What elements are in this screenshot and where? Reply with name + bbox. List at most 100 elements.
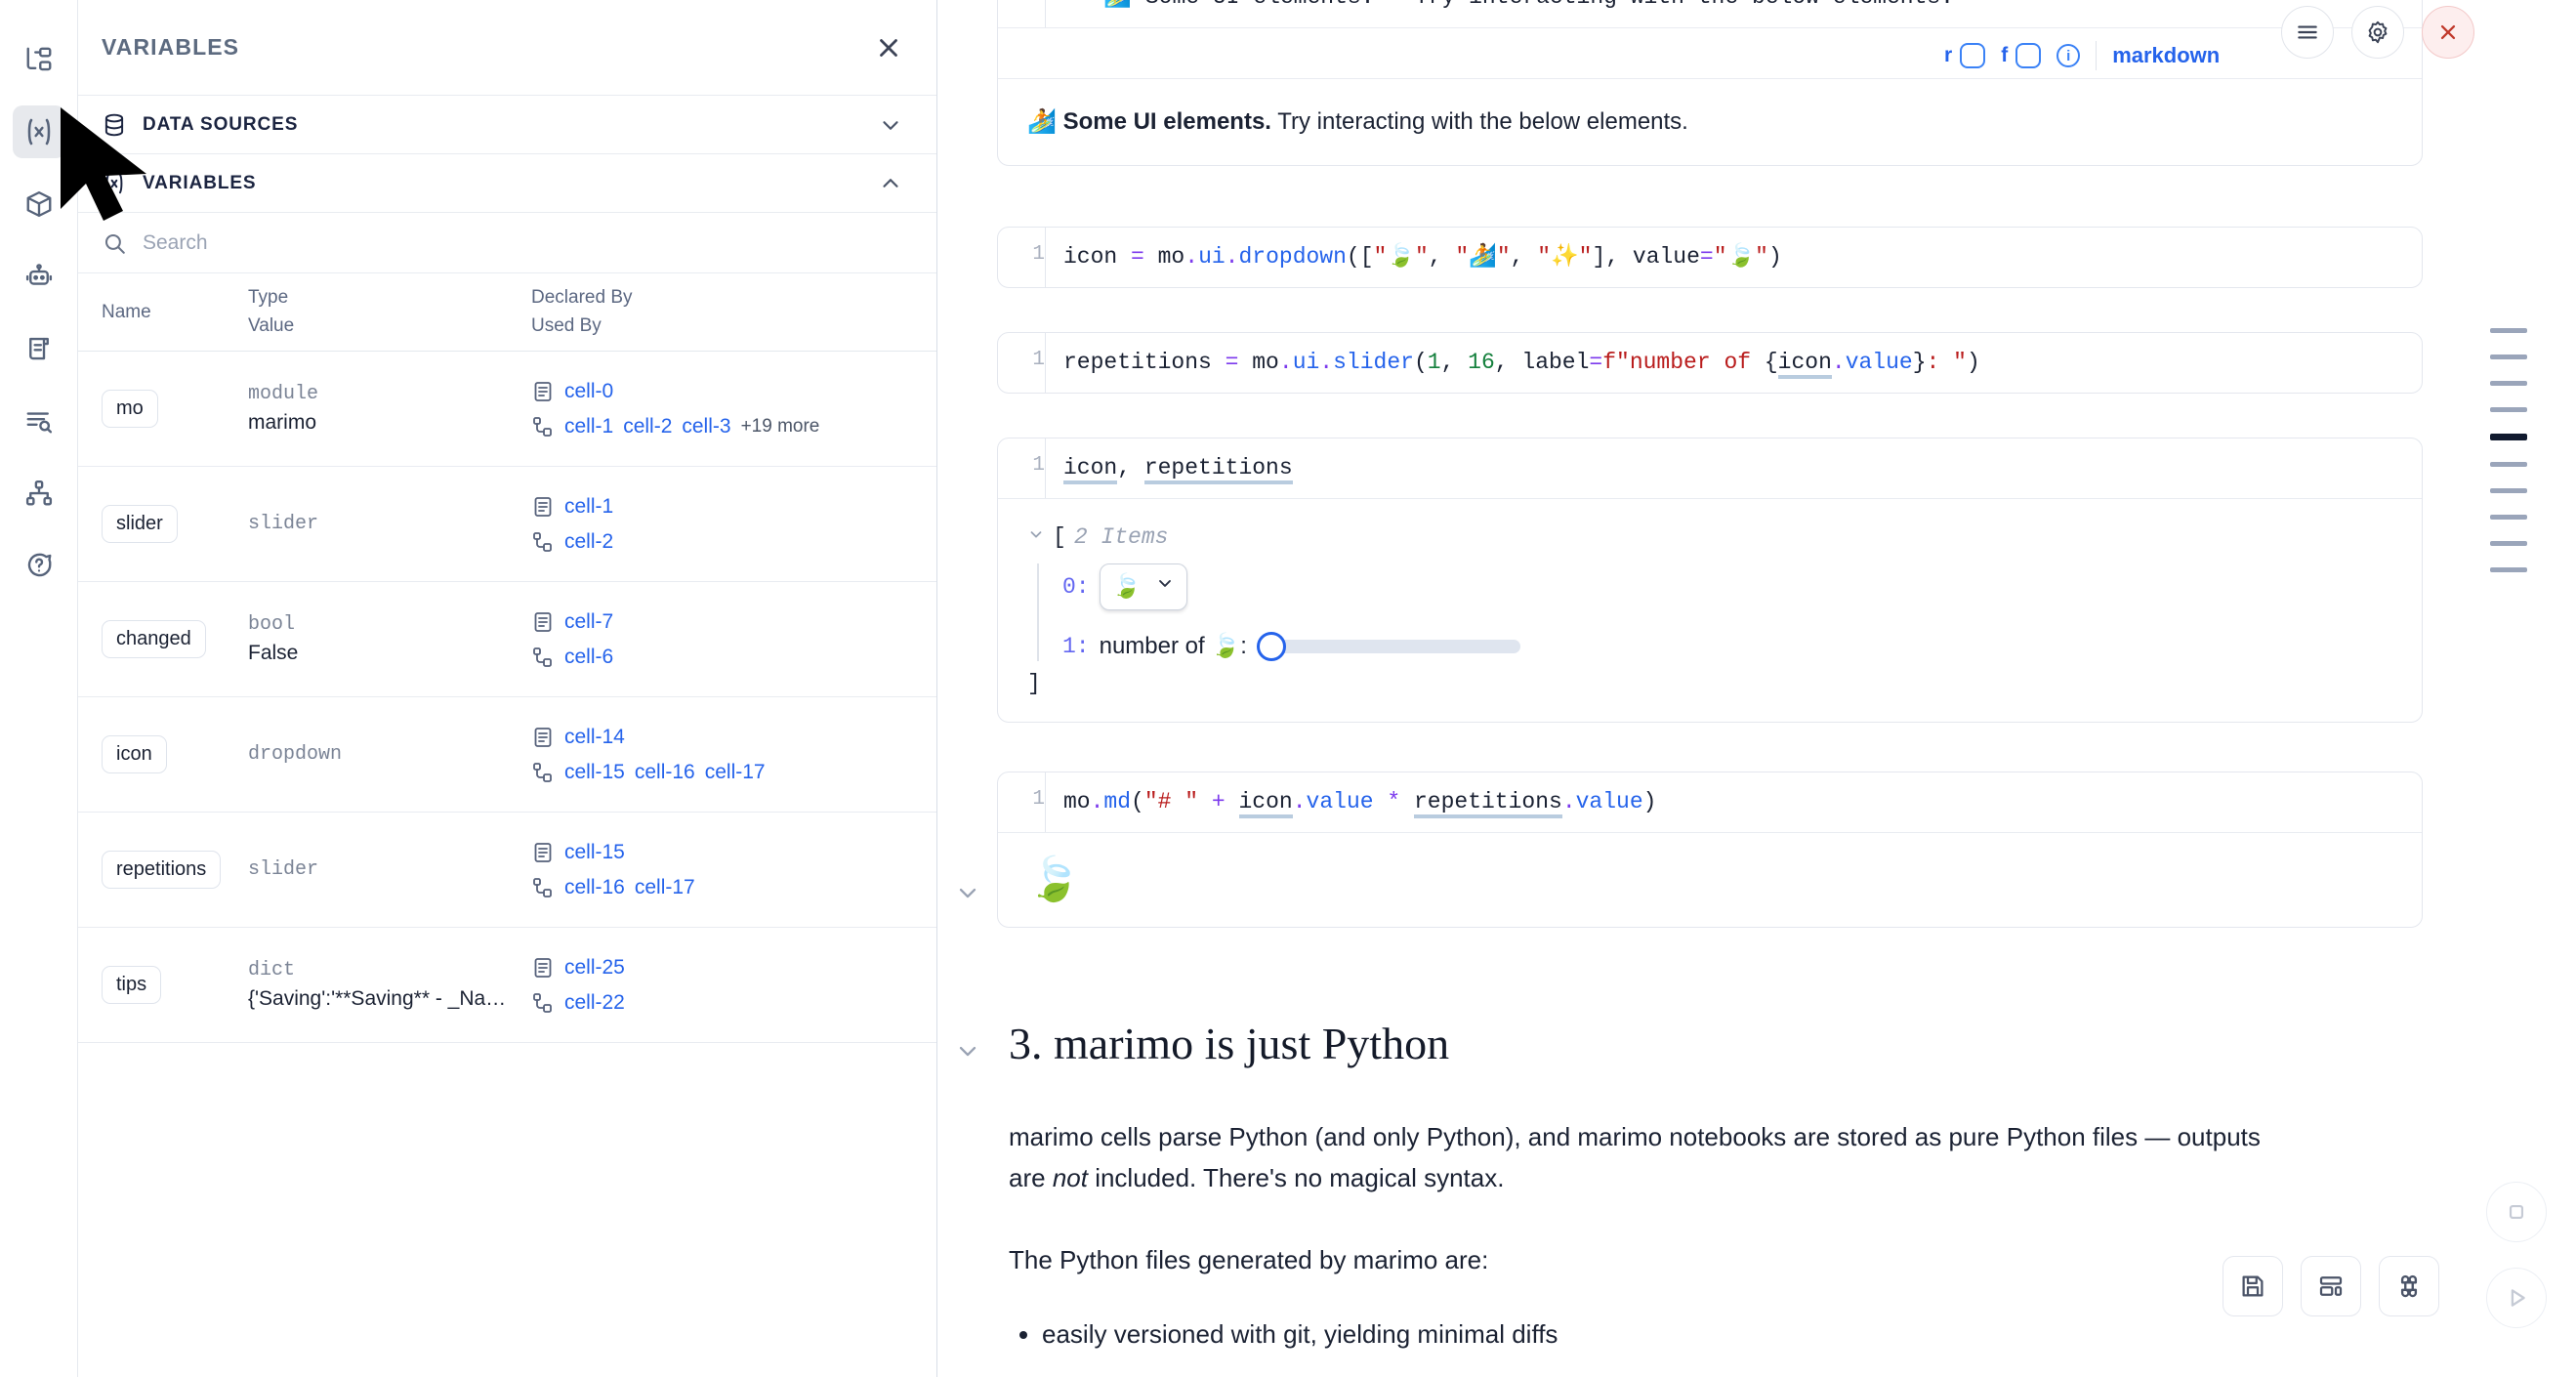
used-by-cell-link[interactable]: cell-2: [564, 529, 614, 553]
layout-panels-icon[interactable]: [2301, 1256, 2361, 1316]
used-by-cell-link[interactable]: cell-1: [564, 414, 614, 438]
col-type: Type: [248, 287, 289, 308]
code-source[interactable]: icon = mo.ui.dropdown(["🍃", "🏄", "✨"], v…: [1045, 228, 2422, 287]
minimap-tick[interactable]: [2490, 515, 2527, 520]
f-pill-icon[interactable]: [2015, 43, 2042, 68]
dependency-graph-icon[interactable]: [13, 467, 65, 520]
declared-by-cell-link[interactable]: cell-14: [564, 725, 625, 748]
section-data-sources[interactable]: DATA SOURCES: [78, 96, 936, 154]
cell-document-icon: [531, 380, 555, 403]
search-row[interactable]: [78, 213, 936, 273]
r-label: r: [1944, 44, 1953, 66]
icon-dropdown[interactable]: 🍃: [1099, 563, 1187, 610]
minimap-tick[interactable]: [2490, 541, 2527, 546]
declared-by-cell-link[interactable]: cell-25: [564, 955, 625, 979]
variable-name-chip[interactable]: slider: [102, 505, 178, 543]
reactive-toggle[interactable]: r: [1944, 43, 1986, 68]
gear-icon[interactable]: [2351, 6, 2404, 59]
declared-by-cell-link[interactable]: cell-0: [564, 379, 614, 402]
save-icon[interactable]: [2223, 1256, 2283, 1316]
robot-icon[interactable]: [13, 250, 65, 303]
variable-name-chip[interactable]: icon: [102, 735, 167, 773]
cell-gutter-chevron[interactable]: [938, 772, 997, 906]
package-cube-icon[interactable]: [13, 178, 65, 230]
search-input[interactable]: [141, 230, 913, 256]
stop-square-icon[interactable]: [2486, 1182, 2547, 1242]
used-by-cell-link[interactable]: cell-6: [564, 645, 614, 668]
used-by-cell-link[interactable]: cell-17: [704, 760, 766, 783]
minimap-tick[interactable]: [2490, 567, 2527, 572]
section-variables[interactable]: VARIABLES: [78, 154, 936, 213]
col-declared-by: Declared By: [531, 287, 633, 308]
para1-part-b: included. There's no magical syntax.: [1087, 1163, 1505, 1193]
code-source[interactable]: mo.md("# " + icon.value * repetitions.va…: [1045, 772, 2422, 832]
section-heading: 3. marimo is just Python: [1009, 1019, 1450, 1068]
line-number: 1: [998, 0, 1045, 27]
section-paragraph-2: The Python files generated by marimo are…: [1009, 1245, 1489, 1275]
notebook-area: 1 """🏄 Some UI elements."" Try interacti…: [938, 0, 2576, 1377]
repetitions-slider[interactable]: [1256, 631, 1520, 661]
minimap-tick-active[interactable]: [2490, 434, 2527, 440]
table-header: Name Type Value Declared By Used By: [78, 273, 936, 352]
minimap-tick[interactable]: [2490, 407, 2527, 412]
variables-icon[interactable]: [12, 105, 65, 158]
file-tree-icon[interactable]: [13, 33, 65, 86]
minimap-scrollbar[interactable]: [2474, 328, 2543, 572]
used-by-cell-link[interactable]: cell-22: [564, 990, 625, 1014]
used-by-cell-link[interactable]: cell-17: [634, 875, 695, 898]
panel-header: VARIABLES: [78, 0, 936, 96]
variable-name-chip[interactable]: mo: [102, 390, 158, 428]
cell-md: 1 mo.md("# " + icon.value * repetitions.…: [938, 772, 2423, 928]
variable-value: False: [248, 642, 299, 664]
command-palette-icon[interactable]: [2379, 1256, 2439, 1316]
help-circle-icon[interactable]: [13, 539, 65, 592]
minimap-tick[interactable]: [2490, 355, 2527, 359]
declared-by-cell-link[interactable]: cell-1: [564, 494, 614, 518]
variable-name-chip[interactable]: changed: [102, 620, 206, 658]
language-label[interactable]: markdown: [2112, 43, 2221, 67]
used-by-cell-link[interactable]: cell-15: [564, 760, 625, 783]
slider-track[interactable]: [1277, 639, 1520, 653]
section-marimo-is-just-python: 3. marimo is just Python marimo cells pa…: [938, 1018, 2423, 1350]
hamburger-menu-icon[interactable]: [2281, 6, 2334, 59]
minimap-tick[interactable]: [2490, 328, 2527, 333]
variable-value: marimo: [248, 411, 317, 434]
run-play-icon[interactable]: [2486, 1268, 2547, 1328]
variable-type: module: [248, 383, 319, 405]
used-by-cell-link[interactable]: cell-16: [564, 875, 625, 898]
info-icon[interactable]: i: [2057, 44, 2081, 67]
scroll-document-icon[interactable]: [13, 322, 65, 375]
close-icon[interactable]: [874, 33, 903, 63]
col-name: Name: [102, 301, 151, 322]
section-label: VARIABLES: [143, 172, 257, 193]
variables-table: Name Type Value Declared By Used By mo mo…: [78, 273, 936, 1377]
variable-name-chip[interactable]: tips: [102, 966, 162, 1004]
close-icon[interactable]: [2422, 6, 2474, 59]
section-gutter-chevron[interactable]: [938, 1018, 997, 1064]
code-source[interactable]: icon, repetitions: [1045, 438, 2422, 498]
cell-document-icon: [531, 495, 555, 519]
list-index: 0:: [1062, 573, 1090, 600]
cell-output-markdown: 🏄 Some UI elements. Try interacting with…: [998, 77, 2422, 165]
cell-document-icon: [531, 841, 555, 864]
chevron-down-icon[interactable]: [1027, 524, 1045, 550]
minimap-tick[interactable]: [2490, 488, 2527, 493]
code-source[interactable]: repetitions = mo.ui.slider(1, 16, label=…: [1045, 333, 2422, 393]
used-by-more-label[interactable]: +19 more: [740, 415, 820, 437]
used-by-cell-link[interactable]: cell-16: [634, 760, 695, 783]
slider-knob[interactable]: [1256, 631, 1286, 661]
freeze-toggle[interactable]: f: [2001, 43, 2042, 68]
declared-by-cell-link[interactable]: cell-15: [564, 840, 625, 863]
declared-by-cell-link[interactable]: cell-7: [564, 609, 614, 633]
code-source[interactable]: """🏄 Some UI elements."" Try interacting…: [1045, 0, 2422, 27]
variable-type: slider: [248, 858, 319, 881]
used-by-cell-link[interactable]: cell-3: [682, 414, 731, 438]
r-pill-icon[interactable]: [1960, 43, 1986, 68]
used-by-cell-link[interactable]: cell-2: [623, 414, 673, 438]
minimap-tick[interactable]: [2490, 462, 2527, 467]
cell-output-md: 🍃: [998, 831, 2422, 927]
minimap-tick[interactable]: [2490, 381, 2527, 386]
variable-name-chip[interactable]: repetitions: [102, 851, 222, 889]
col-type-value: Type Value: [248, 287, 531, 337]
logs-search-icon[interactable]: [13, 395, 65, 447]
